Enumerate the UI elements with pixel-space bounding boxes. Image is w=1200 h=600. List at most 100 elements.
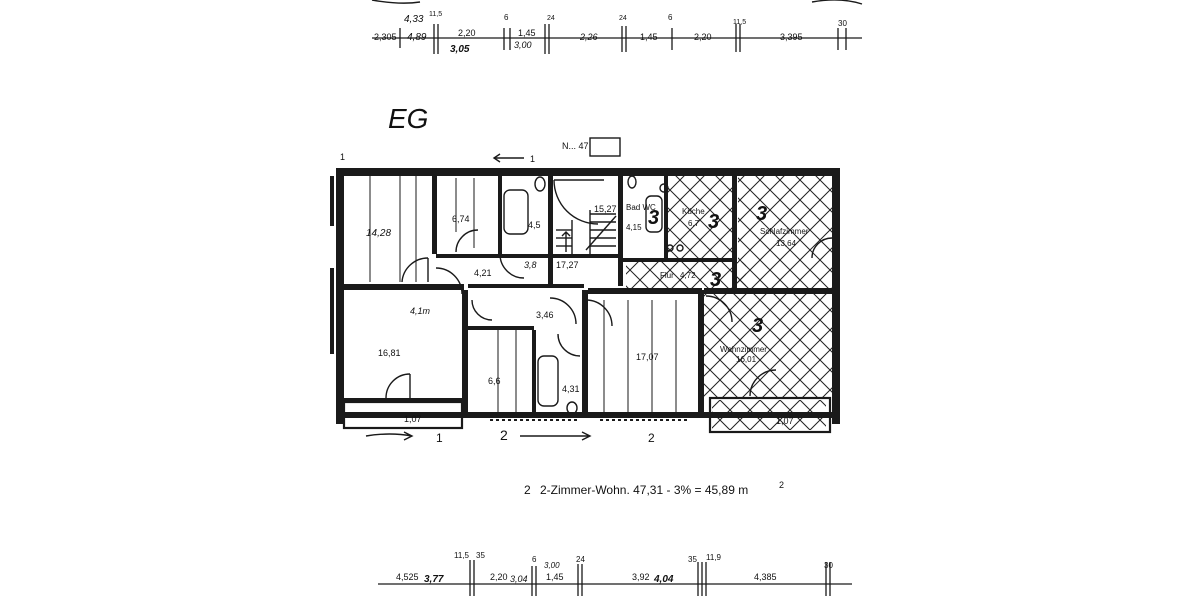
bottom-dim-9: 1,45	[546, 572, 564, 582]
top-arrow: 1	[492, 153, 535, 164]
unit-mark-2: 3	[708, 211, 719, 233]
wall-top	[336, 168, 840, 176]
unit-mark-3: 3	[756, 203, 767, 225]
schlafzimmer-hatch	[738, 176, 834, 288]
wall-v3	[582, 290, 588, 414]
corner-mark: 1	[340, 152, 345, 162]
top-dim-11: 2,26	[579, 32, 598, 42]
room-area-17-07: 17,07	[636, 352, 659, 362]
summary-text: 2-Zimmer-Wohn. 47,31 - 3% = 45,89 m	[540, 483, 748, 497]
bottom-arrows: 1 2 2	[365, 427, 655, 445]
axis-mark-bottom-3: 2	[648, 431, 655, 445]
unit-mark-5: 3	[752, 315, 763, 337]
schlafzimmer-name: Schlafzimmer	[760, 227, 809, 236]
bottom-dim-3: 11,5	[454, 551, 470, 560]
bottom-ticks	[469, 560, 831, 596]
door-1	[401, 257, 429, 283]
top-dim-1: 2,305	[374, 32, 397, 42]
flur-name: Flur	[660, 271, 674, 280]
windows	[360, 171, 820, 421]
top-dim-9: 3,00	[514, 40, 532, 50]
wall-h1	[344, 284, 464, 290]
door-2	[455, 229, 479, 253]
toilet-bad	[627, 175, 637, 189]
top-dim-12: 24	[619, 15, 627, 22]
top-scribble-right	[811, 0, 863, 5]
floor-label: EG	[388, 103, 428, 134]
door-6	[471, 299, 493, 321]
wohnzimmer-name: Wohnzimmer	[720, 345, 767, 354]
top-dim-16: 11,5	[733, 19, 746, 26]
wohnzimmer-area: 16,01	[736, 355, 757, 364]
bottom-dim-12: 4,04	[653, 574, 674, 585]
wall-v4	[698, 290, 704, 414]
corridor-mid-area: 3,8	[524, 260, 537, 270]
room-dim-4-1m: 4,1m	[410, 306, 431, 316]
top-dim-13: 1,45	[640, 32, 658, 42]
top-dim-2: 4,33	[404, 14, 424, 25]
door-8	[585, 299, 613, 327]
corridor-left-area: 4,21	[474, 268, 492, 278]
door-balcony-left	[385, 373, 411, 399]
top-dim-15: 2,20	[694, 32, 712, 42]
bathtub-bottom	[537, 355, 559, 407]
wall-v2	[462, 290, 468, 414]
wall-left	[336, 168, 344, 424]
north-label: N... 47	[562, 141, 589, 151]
area-summary: 2 2-Zimmer-Wohn. 47,31 - 3% = 45,89 m 2	[524, 480, 784, 497]
top-ticks	[399, 24, 847, 54]
wohnzimmer-hatch	[704, 294, 834, 398]
staircase	[556, 210, 617, 256]
door-3	[435, 267, 463, 295]
wc-b-area: 4,31	[562, 384, 580, 394]
stair-area: 15,27	[594, 204, 617, 214]
top-dim-10: 24	[547, 15, 555, 22]
top-scribble-left	[371, 0, 421, 4]
axis-mark-top: 1	[530, 154, 535, 164]
bottom-dim-6: 3,04	[510, 574, 528, 584]
top-dim-18: 30	[838, 19, 847, 28]
unit-mark-1: 3	[648, 207, 659, 229]
door-entry	[553, 179, 599, 225]
unit-mark-4: 3	[710, 269, 721, 291]
room-area-14-28: 14,28	[366, 228, 391, 239]
top-dim-8: 1,45	[518, 28, 536, 38]
bottom-dim-13: 35	[688, 555, 697, 564]
balcony-right	[708, 396, 832, 434]
bottom-dim-10: 24	[576, 555, 585, 564]
balcony-left	[342, 400, 464, 430]
shower-bad	[645, 195, 663, 233]
bottom-dim-8: 3,00	[544, 561, 560, 570]
top-dimension-strip: 2,305 4,33 4,89 11,5 2,20 3,05 6 1,45 3,…	[371, 0, 863, 55]
north-marker: N... 47	[562, 137, 621, 157]
bottom-dim-15: 4,385	[754, 572, 777, 582]
top-dim-17: 3,395	[780, 32, 803, 42]
top-dim-4: 11,5	[429, 11, 442, 18]
top-dim-3: 4,89	[407, 32, 427, 43]
floor-stripes	[369, 176, 677, 412]
bottom-dim-16: 30	[824, 561, 833, 570]
toilet-bottom	[566, 401, 578, 415]
bathtub-top	[503, 189, 529, 235]
bottom-dimension-strip: 4,525 3,77 11,5 35 2,20 3,04 6 3,00 1,45…	[378, 551, 852, 596]
bath-b-area: 6,6	[488, 376, 501, 386]
hall-b-area: 3,46	[536, 310, 554, 320]
door-7	[557, 333, 581, 357]
door-balcony-right	[749, 369, 777, 397]
room-area-16-81: 16,81	[378, 348, 401, 358]
bottom-dim-2: 3,77	[424, 574, 444, 585]
wall-bottom	[336, 412, 840, 418]
door-9	[705, 295, 733, 323]
wall-right	[832, 168, 840, 424]
door-4	[499, 253, 525, 279]
room-area-4-5: 4,5	[528, 220, 541, 230]
kueche-area: 6,7	[688, 219, 700, 228]
axis-mark-bottom-2: 2	[500, 427, 508, 443]
top-dim-6: 3,05	[450, 44, 470, 55]
bad-area: 4,15	[626, 223, 642, 232]
flur-hatch	[626, 262, 746, 288]
flur-area: 4,72	[680, 271, 696, 280]
toilet-top	[534, 176, 546, 192]
kueche-name: Küche	[682, 207, 705, 216]
